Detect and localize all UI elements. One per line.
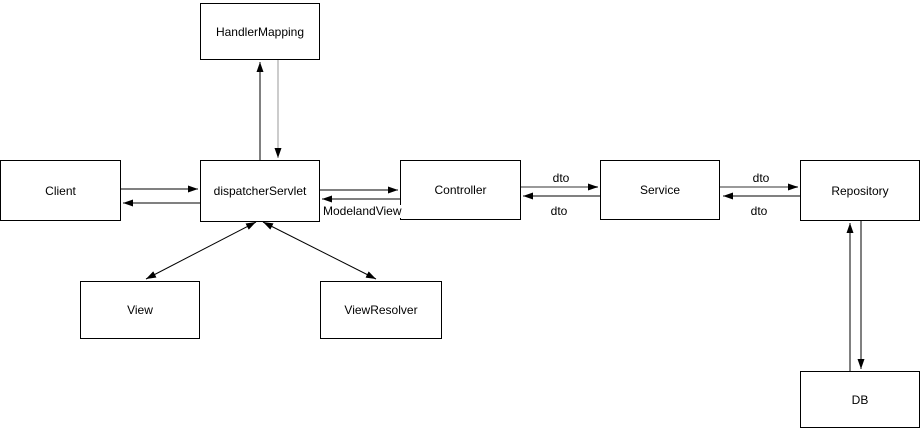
node-repository-label: Repository (831, 183, 889, 198)
edge-label-model-and-view: ModelandView (322, 204, 403, 218)
node-service: Service (600, 160, 720, 220)
node-handler-mapping-label: HandlerMapping (215, 24, 305, 39)
node-controller-label: Controller (434, 183, 487, 197)
node-view-label: View (127, 303, 153, 317)
node-view-resolver-label: ViewResolver (344, 303, 418, 317)
node-client-label: Client (45, 183, 76, 198)
node-service-label: Service (639, 183, 680, 197)
edge-label-dto-service-repository-top: dto (751, 171, 771, 185)
node-controller: Controller (400, 160, 521, 220)
node-view-resolver: ViewResolver (320, 281, 442, 339)
edge-dispatcherservlet-viewresolver-bidirectional (262, 221, 377, 280)
edge-label-dto-controller-service-top: dto (551, 171, 571, 185)
node-db: DB (800, 371, 920, 428)
node-client: Client (0, 160, 121, 221)
edge-dispatcherservlet-view-bidirectional (145, 221, 257, 280)
node-db-label: DB (851, 392, 869, 407)
node-dispatcher-servlet-label: dispatcherServlet (213, 184, 307, 198)
edge-label-dto-service-repository-bottom: dto (749, 204, 769, 218)
node-view: View (80, 281, 200, 339)
node-repository: Repository (800, 160, 920, 221)
node-handler-mapping: HandlerMapping (200, 3, 320, 60)
edge-label-dto-controller-service-bottom: dto (549, 204, 569, 218)
node-dispatcher-servlet: dispatcherServlet (200, 160, 320, 222)
